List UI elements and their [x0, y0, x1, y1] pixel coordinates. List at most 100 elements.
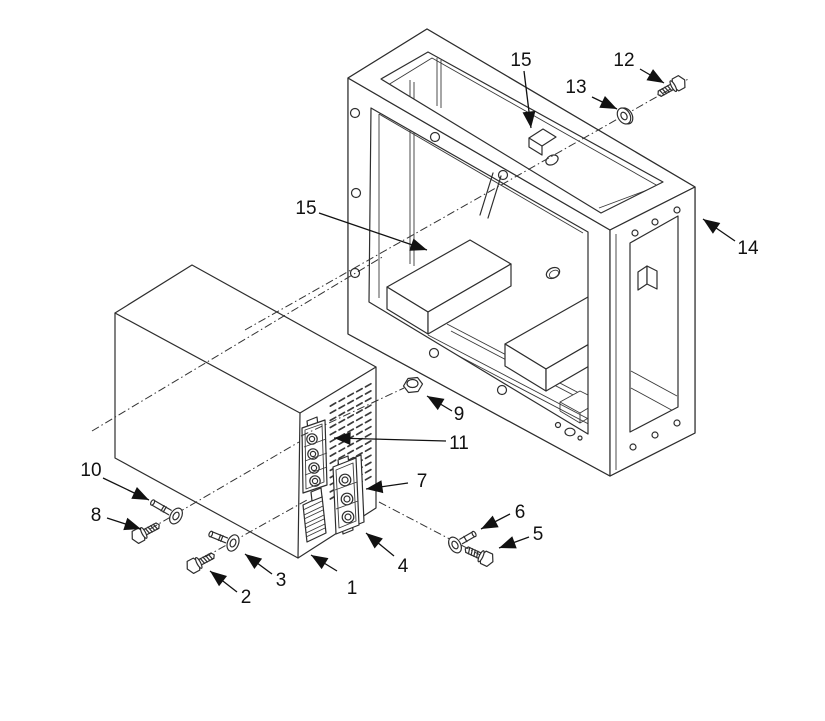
part-bolt-5 [464, 546, 494, 568]
vent-slot [338, 425, 346, 431]
leader-line-15-top [522, 70, 536, 129]
vent-slot [338, 411, 346, 417]
leader-line-5 [498, 536, 530, 549]
vent-slot [355, 444, 363, 450]
callout-6: 6 [480, 502, 526, 530]
part-ring-lug-6 [448, 530, 477, 554]
callout-7: 7 [365, 471, 428, 494]
part-ring-lug-3 [208, 530, 240, 552]
leader-line-11 [333, 431, 447, 445]
callout-label-7: 7 [417, 471, 428, 492]
callout-label-11: 11 [449, 433, 469, 454]
callout-1: 1 [310, 554, 358, 599]
leader-line-13 [591, 96, 618, 110]
leader-line-3 [244, 553, 273, 575]
box-edges [114, 312, 377, 559]
vent-slot [347, 442, 355, 448]
callout-10: 10 [80, 460, 150, 501]
vent-slot [364, 468, 372, 474]
callout-label-10: 10 [80, 460, 101, 481]
callout-label-3: 3 [276, 570, 287, 591]
part-bolt-2 [186, 552, 215, 575]
callout-15-mid: 15 [295, 198, 428, 251]
insulator-board-upper [386, 239, 512, 335]
leader-line-4 [365, 532, 395, 557]
callout-label-4: 4 [398, 556, 409, 577]
vent-slot [364, 390, 372, 395]
callout-label-8: 8 [91, 505, 102, 526]
leader-line-1 [310, 554, 338, 572]
vent-slot [364, 432, 372, 438]
callout-label-15-top: 15 [510, 50, 531, 71]
vent-slot [329, 416, 337, 422]
vent-slot [347, 421, 355, 426]
vent-slot [329, 459, 337, 465]
top-bushing-hole [528, 128, 559, 166]
top-wall-lip [387, 57, 659, 209]
vent-slot [355, 416, 363, 422]
leader-line-7 [365, 480, 409, 494]
leader-line-14 [702, 218, 736, 242]
callout-2: 2 [209, 570, 251, 608]
frame-right-face [609, 186, 696, 477]
callout-11: 11 [333, 431, 469, 454]
vent-slot [338, 454, 346, 460]
callout-12: 12 [613, 50, 665, 84]
callout-label-13: 13 [565, 77, 586, 98]
callout-13: 13 [565, 77, 618, 110]
vent-slot [355, 430, 363, 436]
part-bolt-8 [131, 522, 160, 545]
vent-slot [329, 444, 337, 450]
vent-slot [355, 394, 363, 400]
vent-slot [338, 418, 346, 424]
callout-label-15-mid: 15 [295, 198, 316, 219]
vent-slot [347, 399, 355, 405]
leader-line-8 [106, 517, 142, 531]
vent-slot [329, 402, 337, 407]
terminal-block-upper [301, 416, 328, 502]
leader-line-15-mid [318, 212, 428, 251]
part-nut-9 [402, 376, 424, 394]
callout-label-14: 14 [737, 238, 759, 259]
vent-slot [329, 452, 337, 457]
vent-slot [364, 461, 372, 467]
assembly-centerlines [91, 77, 691, 558]
vent-slot [355, 409, 363, 414]
fasteners [131, 74, 686, 575]
leader-line-6 [480, 513, 511, 530]
leader-line-2 [209, 570, 238, 593]
callout-label-5: 5 [533, 524, 544, 545]
vent-slot [355, 387, 363, 393]
vent-slot [329, 423, 337, 429]
vent-slot [338, 447, 346, 453]
callout-label-6: 6 [515, 502, 526, 523]
right-opening-floor-edges [630, 370, 678, 414]
callout-8: 8 [91, 505, 142, 531]
leader-line-9 [426, 395, 453, 412]
insulator-board-lower [504, 296, 601, 392]
callout-14: 14 [702, 218, 759, 259]
callout-label-1: 1 [347, 578, 358, 599]
ribbed-connector [302, 495, 327, 543]
callout-3: 3 [244, 553, 287, 591]
vent-slot [364, 411, 372, 417]
leader-line-12 [639, 68, 665, 84]
callouts: 1 2 3 4 5 6 7 8 [80, 50, 759, 608]
vent-slot [338, 397, 346, 403]
terminal-block-lower [332, 454, 365, 535]
vent-slot [364, 475, 372, 481]
callout-4: 4 [365, 532, 409, 577]
vent-slot [329, 409, 337, 415]
vent-slot [364, 418, 372, 424]
callout-5: 5 [498, 524, 544, 549]
vent-slot [347, 449, 355, 455]
callout-9: 9 [426, 395, 464, 425]
leader-line-10 [102, 477, 150, 501]
vent-slot [347, 428, 355, 434]
vent-slot [364, 440, 372, 445]
vent-slot [364, 425, 372, 431]
vent-slot [364, 404, 372, 410]
part-washer-13 [616, 107, 634, 125]
